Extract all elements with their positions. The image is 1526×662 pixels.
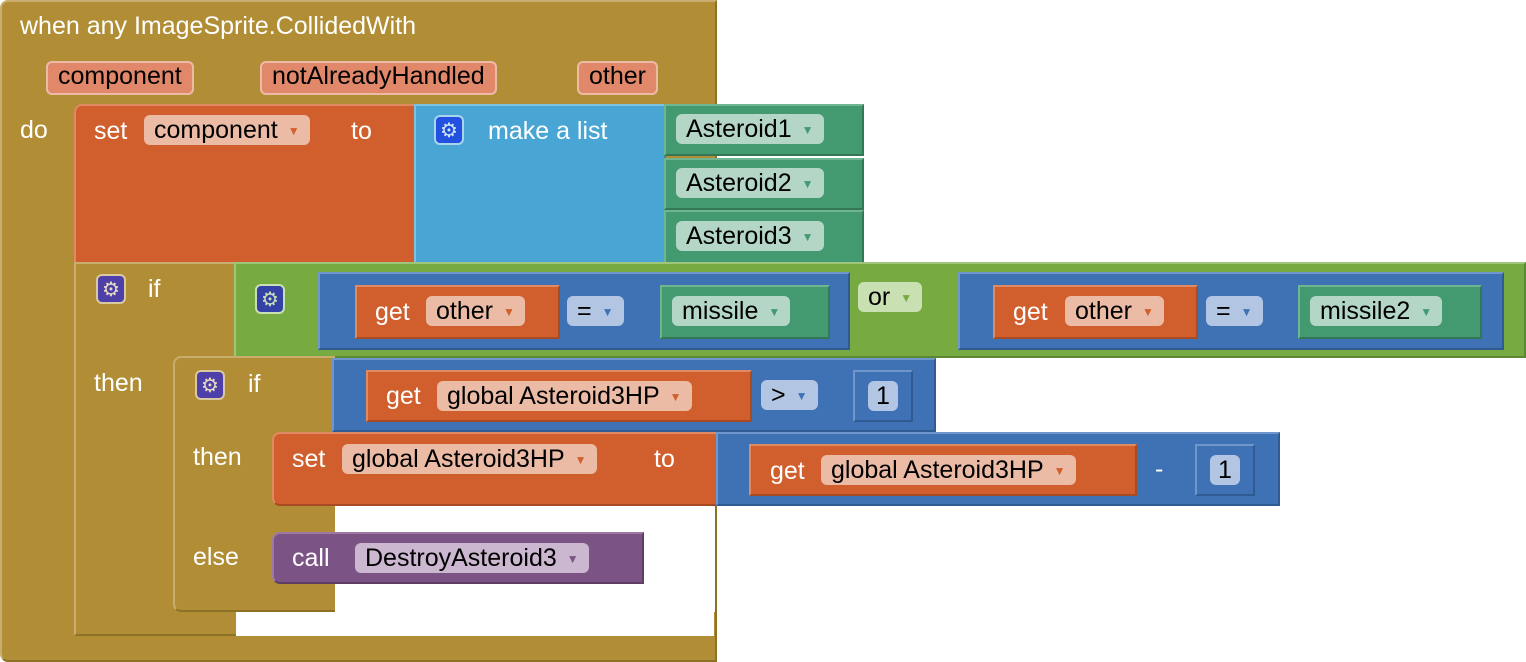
set-variable-dropdown[interactable]: global Asteroid3HP ▼ xyxy=(342,444,597,474)
number-value[interactable]: 1 xyxy=(868,381,898,411)
gear-icon[interactable]: ⚙ xyxy=(255,284,285,314)
param-notalreadyhandled[interactable]: notAlreadyHandled xyxy=(260,61,497,95)
gear-icon[interactable]: ⚙ xyxy=(96,274,126,304)
subtract-operator: - xyxy=(1155,455,1164,483)
component-dropdown-asteroid2[interactable]: Asteroid2 ▼ xyxy=(676,168,824,198)
param-other[interactable]: other xyxy=(577,61,658,95)
get-label: get xyxy=(386,382,421,410)
variable-name: global Asteroid3HP xyxy=(352,445,565,473)
else-label: else xyxy=(193,543,239,571)
dropdown-arrow-icon: ▼ xyxy=(801,123,814,137)
do-label: do xyxy=(20,116,48,144)
set-label: set xyxy=(292,445,326,473)
procedure-name: DestroyAsteroid3 xyxy=(365,544,557,572)
canvas-gap xyxy=(335,506,715,532)
component-name: missile2 xyxy=(1320,297,1411,325)
procedure-dropdown[interactable]: DestroyAsteroid3 ▼ xyxy=(355,543,589,573)
dropdown-arrow-icon: ▼ xyxy=(1141,305,1154,319)
get-label: get xyxy=(375,298,410,326)
operator: = xyxy=(577,297,592,325)
operator: = xyxy=(1216,297,1231,325)
dropdown-arrow-icon: ▼ xyxy=(669,390,682,404)
if-label: if xyxy=(148,275,161,303)
component-dropdown-missile2[interactable]: missile2 ▼ xyxy=(1310,296,1443,326)
dropdown-arrow-icon: ▼ xyxy=(801,230,814,244)
variable-name: other xyxy=(1075,297,1132,325)
outer-if-footer xyxy=(74,612,234,636)
if-label: if xyxy=(248,370,261,398)
get-label: get xyxy=(1013,298,1048,326)
then-label: then xyxy=(193,443,242,471)
number-value[interactable]: 1 xyxy=(1210,455,1240,485)
dropdown-arrow-icon: ▼ xyxy=(768,305,781,319)
event-title: when any ImageSprite.CollidedWith xyxy=(20,12,417,40)
logic-operator-dropdown[interactable]: or ▼ xyxy=(858,282,923,312)
component-dropdown-asteroid1[interactable]: Asteroid1 ▼ xyxy=(676,114,824,144)
set-variable-dropdown[interactable]: component ▼ xyxy=(144,115,310,145)
get-variable-dropdown[interactable]: global Asteroid3HP ▼ xyxy=(821,455,1076,485)
gear-icon[interactable]: ⚙ xyxy=(195,370,225,400)
dropdown-arrow-icon: ▼ xyxy=(1053,464,1066,478)
make-a-list-label: make a list xyxy=(488,117,608,145)
component-name: missile xyxy=(682,297,759,325)
get-variable-dropdown[interactable]: other ▼ xyxy=(1065,296,1164,326)
dropdown-arrow-icon: ▼ xyxy=(801,177,814,191)
get-variable-dropdown[interactable]: global Asteroid3HP ▼ xyxy=(437,381,692,411)
dropdown-arrow-icon: ▼ xyxy=(601,305,614,319)
compare-operator-dropdown[interactable]: =▼ xyxy=(1206,296,1263,326)
get-variable-dropdown[interactable]: other ▼ xyxy=(426,296,525,326)
variable-name: global Asteroid3HP xyxy=(447,382,660,410)
component-name: Asteroid2 xyxy=(686,169,792,197)
component-name: Asteroid1 xyxy=(686,115,792,143)
dropdown-arrow-icon: ▼ xyxy=(900,291,913,305)
canvas-gap xyxy=(335,584,715,612)
variable-name: global Asteroid3HP xyxy=(831,456,1044,484)
variable-name: other xyxy=(436,297,493,325)
get-label: get xyxy=(770,457,805,485)
dropdown-arrow-icon: ▼ xyxy=(502,305,515,319)
operator: or xyxy=(868,283,891,311)
dropdown-arrow-icon: ▼ xyxy=(287,124,300,138)
component-dropdown-missile[interactable]: missile ▼ xyxy=(672,296,791,326)
canvas-gap xyxy=(236,612,714,636)
set-variable-name: component xyxy=(154,116,278,144)
component-name: Asteroid3 xyxy=(686,222,792,250)
dropdown-arrow-icon: ▼ xyxy=(1420,305,1433,319)
call-label: call xyxy=(292,544,330,572)
param-component[interactable]: component xyxy=(46,61,194,95)
canvas-gap xyxy=(644,532,715,584)
to-label: to xyxy=(351,117,372,145)
set-label: set xyxy=(94,117,128,145)
operator: > xyxy=(771,381,786,409)
compare-operator-dropdown[interactable]: =▼ xyxy=(567,296,624,326)
dropdown-arrow-icon: ▼ xyxy=(1240,305,1253,319)
gear-icon[interactable]: ⚙ xyxy=(434,115,464,145)
dropdown-arrow-icon: ▼ xyxy=(574,453,587,467)
then-label: then xyxy=(94,369,143,397)
component-dropdown-asteroid3[interactable]: Asteroid3 ▼ xyxy=(676,221,824,251)
to-label: to xyxy=(654,445,675,473)
dropdown-arrow-icon: ▼ xyxy=(566,552,579,566)
compare-operator-dropdown[interactable]: >▼ xyxy=(761,380,818,410)
dropdown-arrow-icon: ▼ xyxy=(795,389,808,403)
